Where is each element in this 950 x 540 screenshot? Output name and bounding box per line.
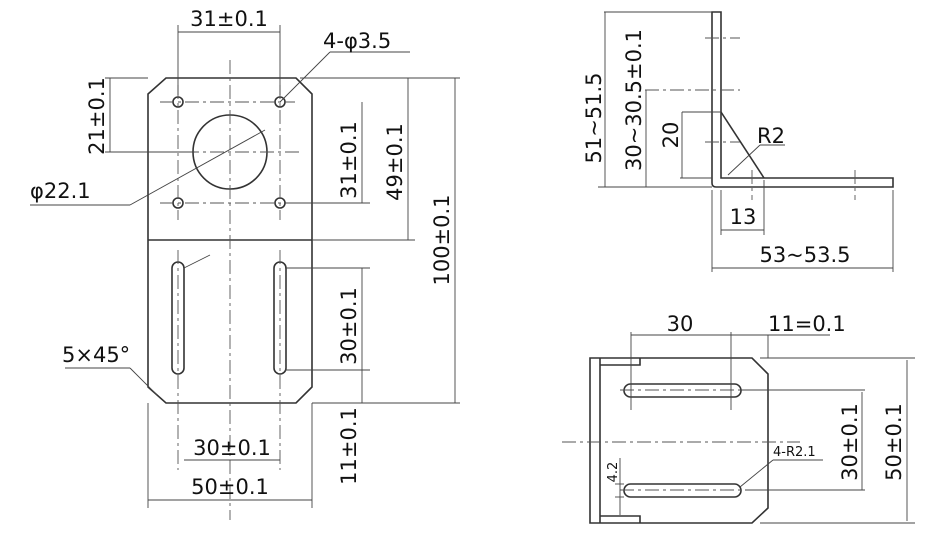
dim-center-bore: φ22.1 (30, 179, 91, 203)
dim-holes: 4-φ3.5 (323, 29, 391, 53)
dim-chamfer: 5×45° (62, 343, 130, 367)
front-view: 31±0.1 4-φ3.5 21±0.1 φ22.1 31±0.1 49±0.1… (30, 7, 460, 520)
slot-top (623, 383, 742, 398)
dim-hole-height: 30~30.5±0.1 (622, 29, 646, 171)
dim-overall-height: 51~51.5 (582, 72, 606, 163)
mount-holes (172, 96, 286, 209)
centerlines (160, 60, 300, 520)
dim-slot-width: 4.2 (606, 462, 621, 483)
dim-slot-spacing: 30±0.1 (193, 436, 271, 460)
plate-outline (147, 77, 313, 404)
dim-edge-offset: 11=0.1 (768, 312, 846, 336)
dim-width: 50±0.1 (882, 403, 906, 481)
dimension-lines (30, 25, 460, 508)
slots (171, 261, 287, 375)
dim-gusset-height: 20 (659, 122, 683, 149)
dim-slot-spacing: 30±0.1 (838, 403, 862, 481)
dim-width: 50±0.1 (191, 475, 269, 499)
base-outline (589, 357, 769, 524)
slot-bottom (623, 483, 742, 498)
dim-gusset-length: 13 (730, 205, 757, 229)
gusset (720, 111, 765, 179)
dim-total-height: 100±0.1 (430, 194, 454, 285)
dim-hole-offset-top: 21±0.1 (85, 77, 109, 155)
bottom-view: 30 11=0.1 4-R2.1 4.2 30±0.1 50±0.1 (562, 312, 915, 524)
dim-bend-radius: R2 (757, 124, 785, 148)
dim-hole-spacing-vertical: 31±0.1 (337, 121, 361, 199)
dim-slot-length: 30±0.1 (337, 287, 361, 365)
dim-overall-length: 53~53.5 (759, 243, 850, 267)
dim-slot-length: 30 (667, 312, 694, 336)
side-view: 51~51.5 30~30.5±0.1 20 R2 13 53~53.5 (582, 11, 894, 272)
dim-slot-bottom-offset: 11±0.1 (337, 407, 361, 485)
dim-upper-height: 49±0.1 (383, 123, 407, 201)
dim-hole-spacing-top: 31±0.1 (190, 7, 268, 31)
dim-slot-radius: 4-R2.1 (773, 445, 816, 460)
bracket-profile (711, 11, 894, 188)
